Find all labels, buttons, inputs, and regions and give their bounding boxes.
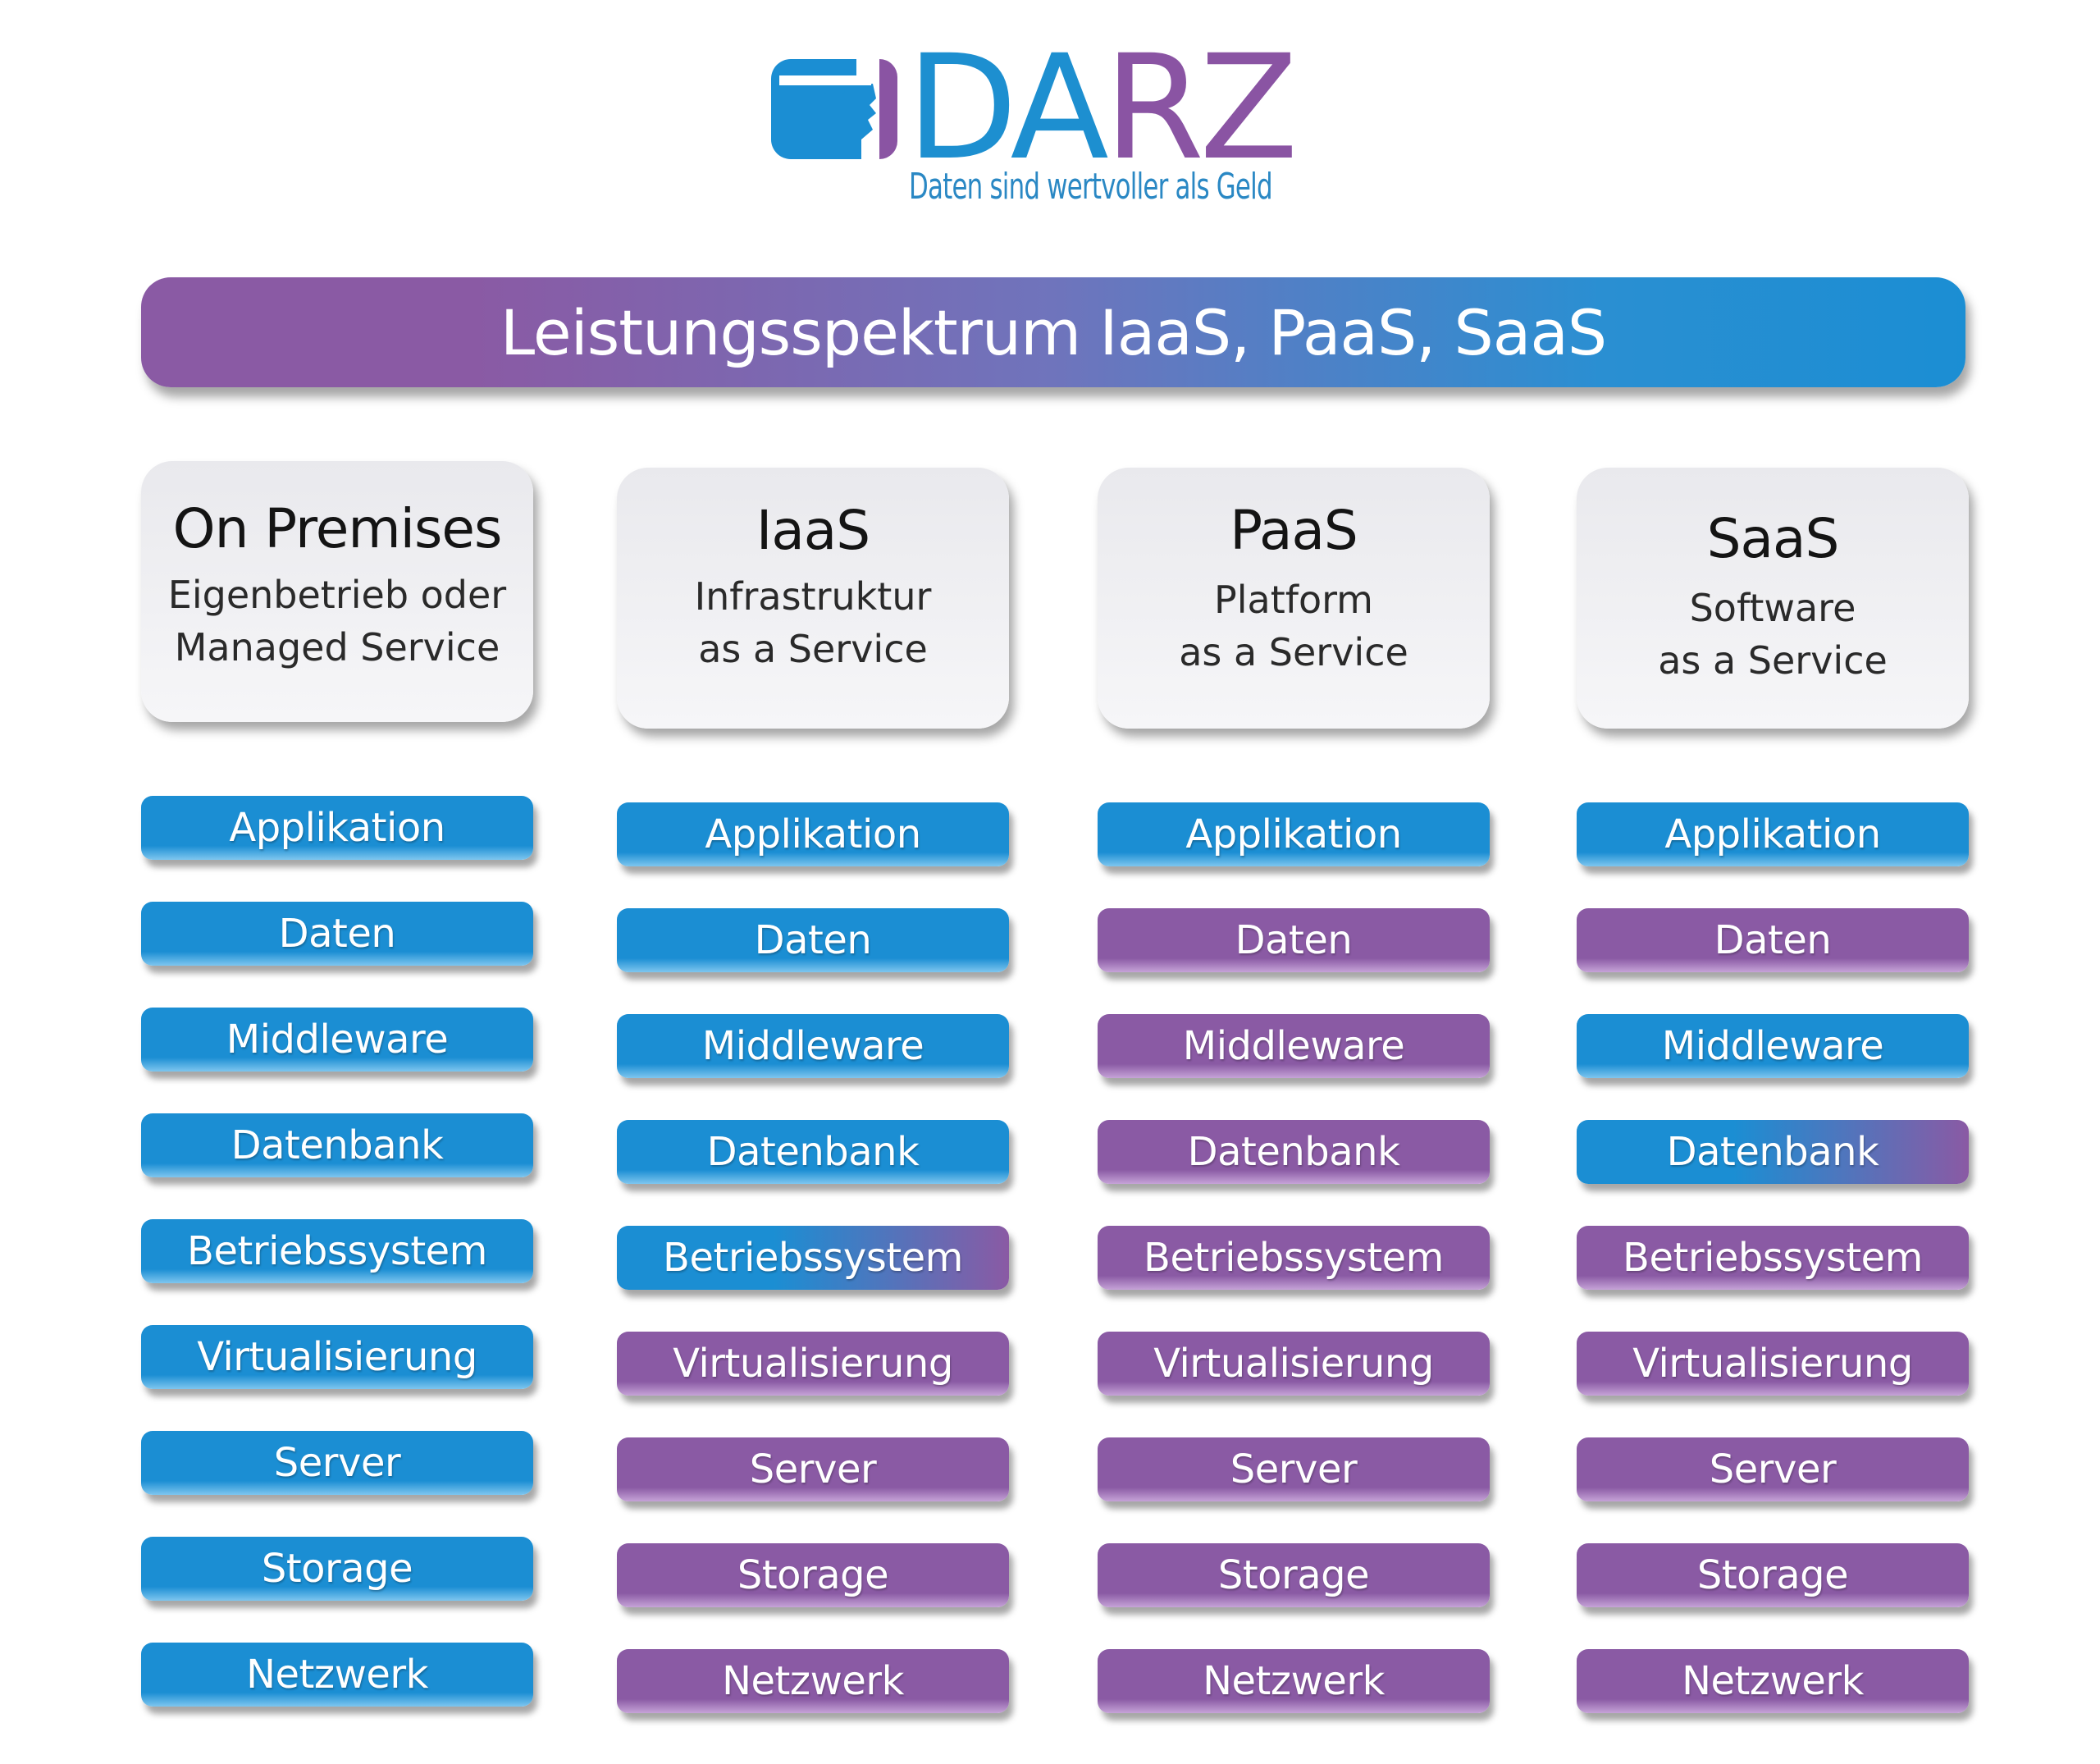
card-on-premises: On Premises Eigenbetrieb oder Managed Se… [141,461,533,722]
layer-storage: Storage [1098,1543,1490,1607]
layer-label: Datenbank [1187,1129,1400,1175]
layer-middleware: Middleware [141,1008,533,1072]
layer-server: Server [1577,1437,1969,1501]
layer-applikation: Applikation [617,802,1009,866]
layer-applikation: Applikation [141,796,533,860]
card-title: PaaS [1230,499,1358,562]
layer-label: Applikation [229,805,445,851]
logo-mark-icon [771,59,897,159]
layer-label: Server [1230,1446,1358,1492]
layer-label: Betriebssystem [187,1228,487,1274]
layer-applikation: Applikation [1577,802,1969,866]
layer-label: Middleware [1182,1023,1405,1069]
layer-storage: Storage [1577,1543,1969,1607]
layer-server: Server [1098,1437,1490,1501]
layer-server: Server [617,1437,1009,1501]
layer-netzwerk: Netzwerk [141,1643,533,1707]
layer-label: Virtualisierung [673,1341,953,1387]
layer-label: Datenbank [1666,1129,1879,1175]
layer-netzwerk: Netzwerk [1577,1649,1969,1713]
title-banner: Leistungsspektrum IaaS, PaaS, SaaS [141,277,1965,387]
layer-virtualisierung: Virtualisierung [617,1332,1009,1396]
layer-label: Daten [754,917,872,963]
layer-betriebssystem: Betriebssystem [1577,1226,1969,1290]
layer-label: Storage [1217,1552,1370,1598]
card-subtitle: Platform as a Service [1179,578,1408,674]
layer-label: Netzwerk [722,1658,904,1704]
card-iaas: IaaS Infrastruktur as a Service [617,468,1009,729]
card-paas: PaaS Platform as a Service [1098,468,1490,729]
layer-label: Storage [737,1552,889,1598]
layer-netzwerk: Netzwerk [1098,1649,1490,1713]
layer-datenbank: Datenbank [141,1113,533,1177]
layer-label: Server [749,1446,877,1492]
layer-label: Applikation [1664,811,1881,857]
layer-label: Netzwerk [1203,1658,1385,1704]
card-title: IaaS [756,499,870,562]
card-subtitle: Infrastruktur as a Service [694,574,932,671]
layer-label: Daten [1714,917,1832,963]
layer-label: Storage [261,1546,413,1592]
layer-betriebssystem: Betriebssystem [617,1226,1009,1290]
layer-label: Applikation [1185,811,1402,857]
layer-virtualisierung: Virtualisierung [1098,1332,1490,1396]
page-title: Leistungsspektrum IaaS, PaaS, SaaS [500,295,1607,369]
card-title: On Premises [172,497,503,560]
card-subtitle: Eigenbetrieb oder Managed Service [167,573,507,669]
layer-label: Server [1709,1446,1837,1492]
layer-applikation: Applikation [1098,802,1490,866]
layer-middleware: Middleware [1577,1014,1969,1078]
layer-label: Betriebssystem [1623,1235,1923,1281]
layer-datenbank: Datenbank [1577,1120,1969,1184]
layer-storage: Storage [141,1537,533,1601]
layer-label: Virtualisierung [1153,1341,1434,1387]
layer-netzwerk: Netzwerk [617,1649,1009,1713]
layer-label: Datenbank [706,1129,920,1175]
card-title: SaaS [1706,507,1840,570]
layer-label: Netzwerk [246,1652,428,1698]
layer-daten: Daten [1577,908,1969,972]
layer-label: Middleware [701,1023,924,1069]
layer-datenbank: Datenbank [617,1120,1009,1184]
layer-label: Daten [1235,917,1353,963]
layer-label: Datenbank [231,1122,444,1168]
layer-daten: Daten [141,902,533,966]
layer-label: Server [273,1440,401,1486]
card-saas: SaaS Software as a Service [1577,468,1969,729]
layer-storage: Storage [617,1543,1009,1607]
layer-betriebssystem: Betriebssystem [1098,1226,1490,1290]
layer-label: Netzwerk [1682,1658,1864,1704]
logo-tagline: Daten sind wertvoller als Geld [909,166,1273,208]
layer-daten: Daten [1098,908,1490,972]
layer-label: Betriebssystem [663,1235,963,1281]
layer-virtualisierung: Virtualisierung [141,1325,533,1389]
logo-wordmark: DARZ [906,24,1299,192]
darz-logo: DARZ Daten sind wertvoller als Geld [771,36,1299,218]
layer-label: Applikation [705,811,921,857]
layer-middleware: Middleware [617,1014,1009,1078]
layer-label: Daten [278,911,396,957]
layer-label: Middleware [1661,1023,1884,1069]
layer-label: Virtualisierung [1632,1341,1913,1387]
layer-label: Middleware [226,1017,449,1063]
layer-datenbank: Datenbank [1098,1120,1490,1184]
card-subtitle: Software as a Service [1658,586,1888,683]
layer-virtualisierung: Virtualisierung [1577,1332,1969,1396]
layer-betriebssystem: Betriebssystem [141,1219,533,1283]
layer-label: Betriebssystem [1144,1235,1444,1281]
layer-daten: Daten [617,908,1009,972]
layer-label: Virtualisierung [197,1334,477,1380]
layer-middleware: Middleware [1098,1014,1490,1078]
layer-label: Storage [1696,1552,1849,1598]
layer-server: Server [141,1431,533,1495]
